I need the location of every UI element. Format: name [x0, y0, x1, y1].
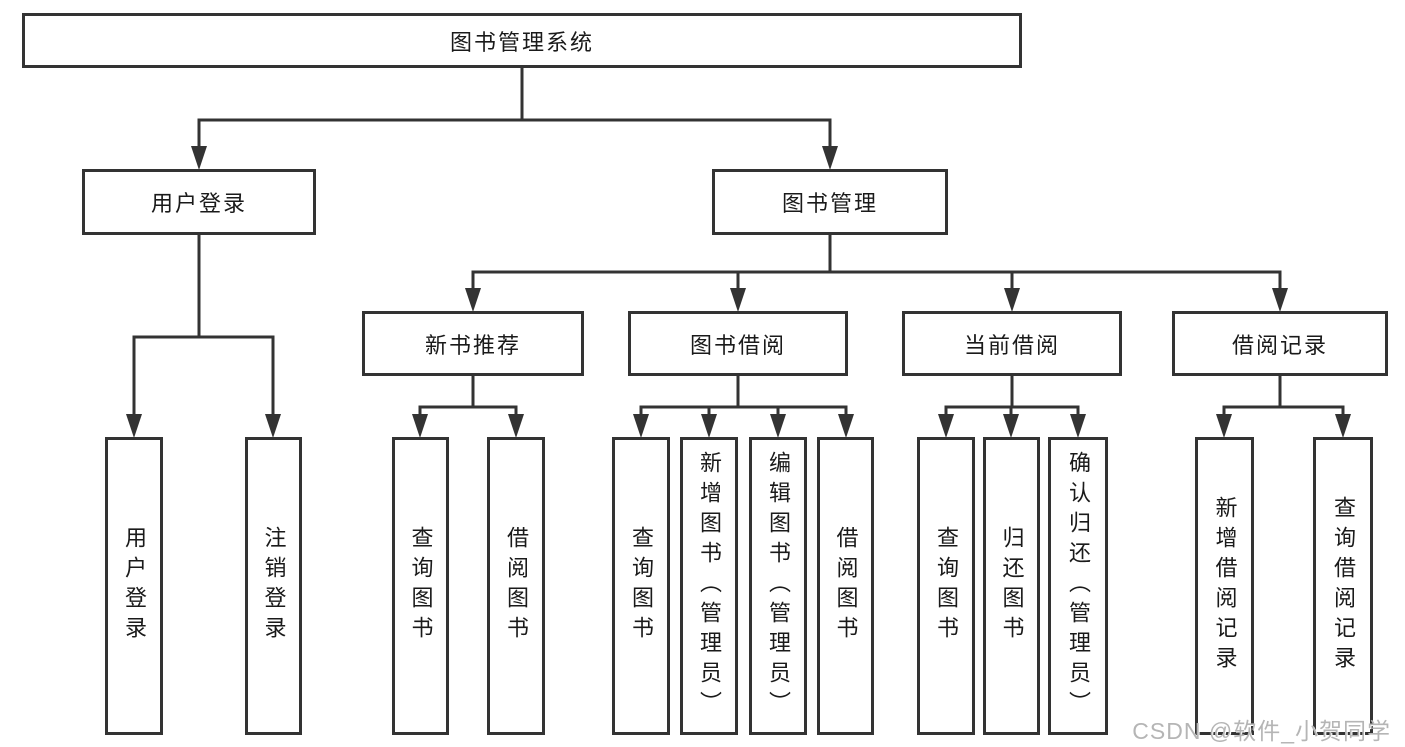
node-book-borrow: 图书借阅 — [628, 311, 848, 376]
leaf-label: 新增图书（管理员） — [697, 451, 722, 721]
node-leaf-query-books-recommend: 查询图书 — [392, 437, 449, 735]
leaf-label: 编辑图书（管理员） — [766, 451, 791, 721]
node-leaf-query-borrow-record: 查询借阅记录 — [1313, 437, 1373, 735]
node-book-management: 图书管理 — [712, 169, 948, 235]
node-leaf-add-borrow-record: 新增借阅记录 — [1195, 437, 1254, 735]
csdn-watermark: CSDN @软件_小贺同学 — [1132, 718, 1391, 744]
node-library-system: 图书管理系统 — [22, 13, 1022, 68]
node-leaf-logout: 注销登录 — [245, 437, 302, 735]
node-leaf-return-books: 归还图书 — [983, 437, 1040, 735]
node-leaf-query-books-borrow: 查询图书 — [612, 437, 670, 735]
leaf-label: 注销登录 — [261, 526, 287, 646]
leaf-label: 归还图书 — [999, 526, 1025, 646]
node-leaf-query-books-current: 查询图书 — [917, 437, 975, 735]
leaf-label: 确认归还（管理员） — [1066, 451, 1091, 721]
node-borrow-records: 借阅记录 — [1172, 311, 1388, 376]
node-new-book-recommend: 新书推荐 — [362, 311, 584, 376]
node-current-borrow: 当前借阅 — [902, 311, 1122, 376]
leaf-label: 借阅图书 — [504, 526, 529, 646]
node-leaf-borrow-books-recommend: 借阅图书 — [487, 437, 545, 735]
leaf-label: 借阅图书 — [833, 526, 859, 646]
leaf-label: 查询借阅记录 — [1331, 496, 1356, 676]
leaf-label: 用户登录 — [122, 526, 147, 646]
leaf-label: 查询图书 — [629, 526, 654, 646]
node-leaf-user-login: 用户登录 — [105, 437, 163, 735]
node-leaf-confirm-return-admin: 确认归还（管理员） — [1048, 437, 1108, 735]
leaf-label: 查询图书 — [408, 526, 434, 646]
node-leaf-borrow-books: 借阅图书 — [817, 437, 874, 735]
leaf-label: 新增借阅记录 — [1212, 496, 1238, 676]
leaf-label: 查询图书 — [934, 526, 959, 646]
node-leaf-add-books-admin: 新增图书（管理员） — [680, 437, 738, 735]
node-user-login: 用户登录 — [82, 169, 316, 235]
node-leaf-edit-books-admin: 编辑图书（管理员） — [749, 437, 807, 735]
